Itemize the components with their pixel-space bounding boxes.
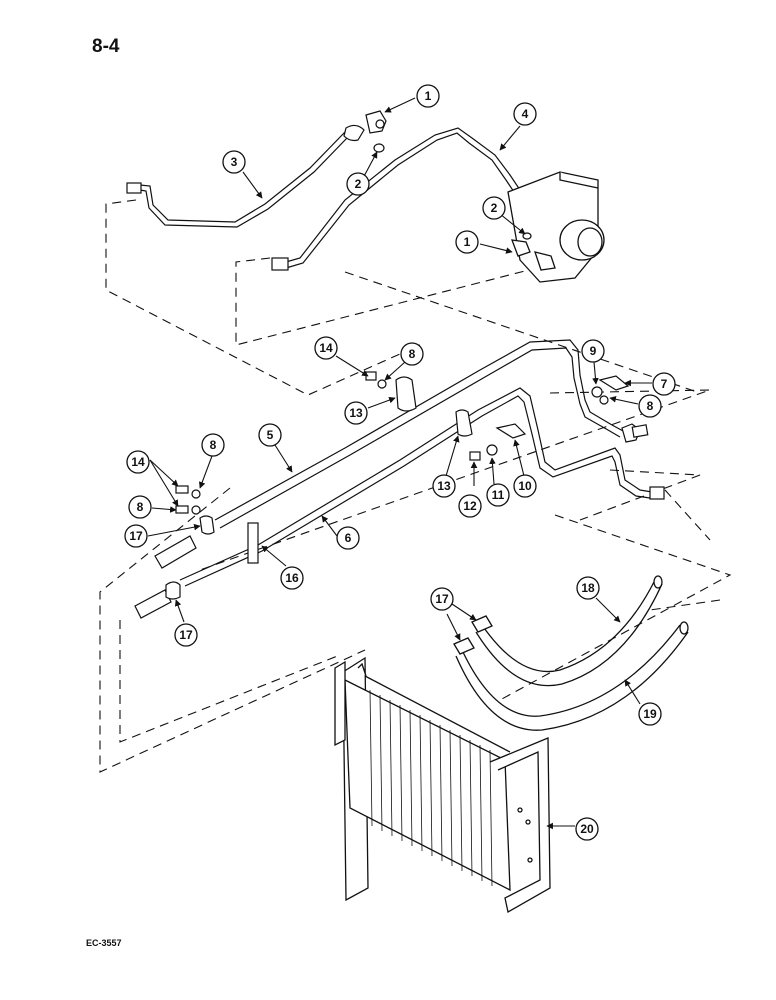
callout-13b: 13	[432, 474, 456, 498]
svg-text:6: 6	[345, 531, 352, 545]
svg-text:2: 2	[491, 201, 498, 215]
figure-code: EC-3557	[86, 938, 122, 948]
callout-13a: 13	[344, 401, 368, 425]
svg-text:8: 8	[210, 438, 217, 452]
pump-body	[507, 171, 605, 283]
svg-text:19: 19	[643, 707, 657, 721]
callout-6: 6	[336, 526, 360, 550]
tube-6	[179, 387, 665, 587]
leader-lines	[147, 97, 652, 830]
svg-text:16: 16	[285, 571, 299, 585]
callout-14a: 14	[314, 336, 338, 360]
svg-text:17: 17	[179, 628, 193, 642]
callout-9: 9	[581, 339, 605, 363]
oil-cooler	[334, 656, 551, 914]
callout-17c: 17	[430, 587, 454, 611]
dashed-boundaries	[99, 199, 732, 773]
tube-3	[126, 124, 365, 228]
svg-text:14: 14	[319, 341, 333, 355]
callout-12: 12	[458, 494, 482, 518]
svg-text:5: 5	[267, 428, 274, 442]
callout-10: 10	[513, 474, 537, 498]
hoses	[453, 575, 689, 731]
callouts: 1 2 3 4 2 1 14 8 13 9 7 8 14 8 5 8 17 6 …	[124, 84, 676, 841]
svg-text:13: 13	[349, 406, 363, 420]
svg-text:2: 2	[355, 177, 362, 191]
callout-8b: 8	[638, 394, 662, 418]
svg-text:10: 10	[518, 479, 532, 493]
svg-text:1: 1	[464, 235, 471, 249]
callout-16: 16	[280, 566, 304, 590]
svg-text:17: 17	[129, 529, 143, 543]
svg-text:3: 3	[231, 155, 238, 169]
callout-20: 20	[575, 817, 599, 841]
clamps-hardware	[175, 371, 630, 535]
callout-8d: 8	[128, 495, 152, 519]
callout-8c: 8	[201, 433, 225, 457]
svg-text:9: 9	[590, 344, 597, 358]
callout-14b: 14	[126, 450, 150, 474]
svg-text:17: 17	[435, 592, 449, 606]
callout-4: 4	[513, 102, 537, 126]
callout-19: 19	[638, 702, 662, 726]
tube-5	[214, 339, 649, 529]
svg-text:4: 4	[522, 107, 529, 121]
svg-text:18: 18	[581, 581, 595, 595]
callout-5: 5	[258, 423, 282, 447]
svg-text:20: 20	[580, 822, 594, 836]
callout-7: 7	[652, 372, 676, 396]
callout-1b: 1	[455, 230, 479, 254]
callout-11: 11	[486, 483, 510, 507]
callout-3: 3	[222, 150, 246, 174]
svg-text:8: 8	[409, 347, 416, 361]
page-number: 8-4	[92, 36, 120, 57]
svg-text:14: 14	[131, 455, 145, 469]
svg-text:7: 7	[661, 377, 668, 391]
svg-text:1: 1	[425, 89, 432, 103]
elbow-fitting-top	[365, 110, 387, 153]
callout-17a: 17	[124, 524, 148, 548]
cooler-fins	[369, 689, 493, 887]
callout-1a: 1	[416, 84, 440, 108]
callout-17b: 17	[174, 623, 198, 647]
hose-ends	[134, 535, 197, 619]
svg-text:8: 8	[647, 399, 654, 413]
svg-text:13: 13	[437, 479, 451, 493]
svg-text:11: 11	[492, 488, 505, 502]
callout-8a: 8	[400, 342, 424, 366]
callout-2b: 2	[482, 196, 506, 220]
callout-18: 18	[576, 576, 600, 600]
svg-text:12: 12	[463, 499, 477, 513]
svg-text:8: 8	[137, 500, 144, 514]
callout-2a: 2	[346, 172, 370, 196]
